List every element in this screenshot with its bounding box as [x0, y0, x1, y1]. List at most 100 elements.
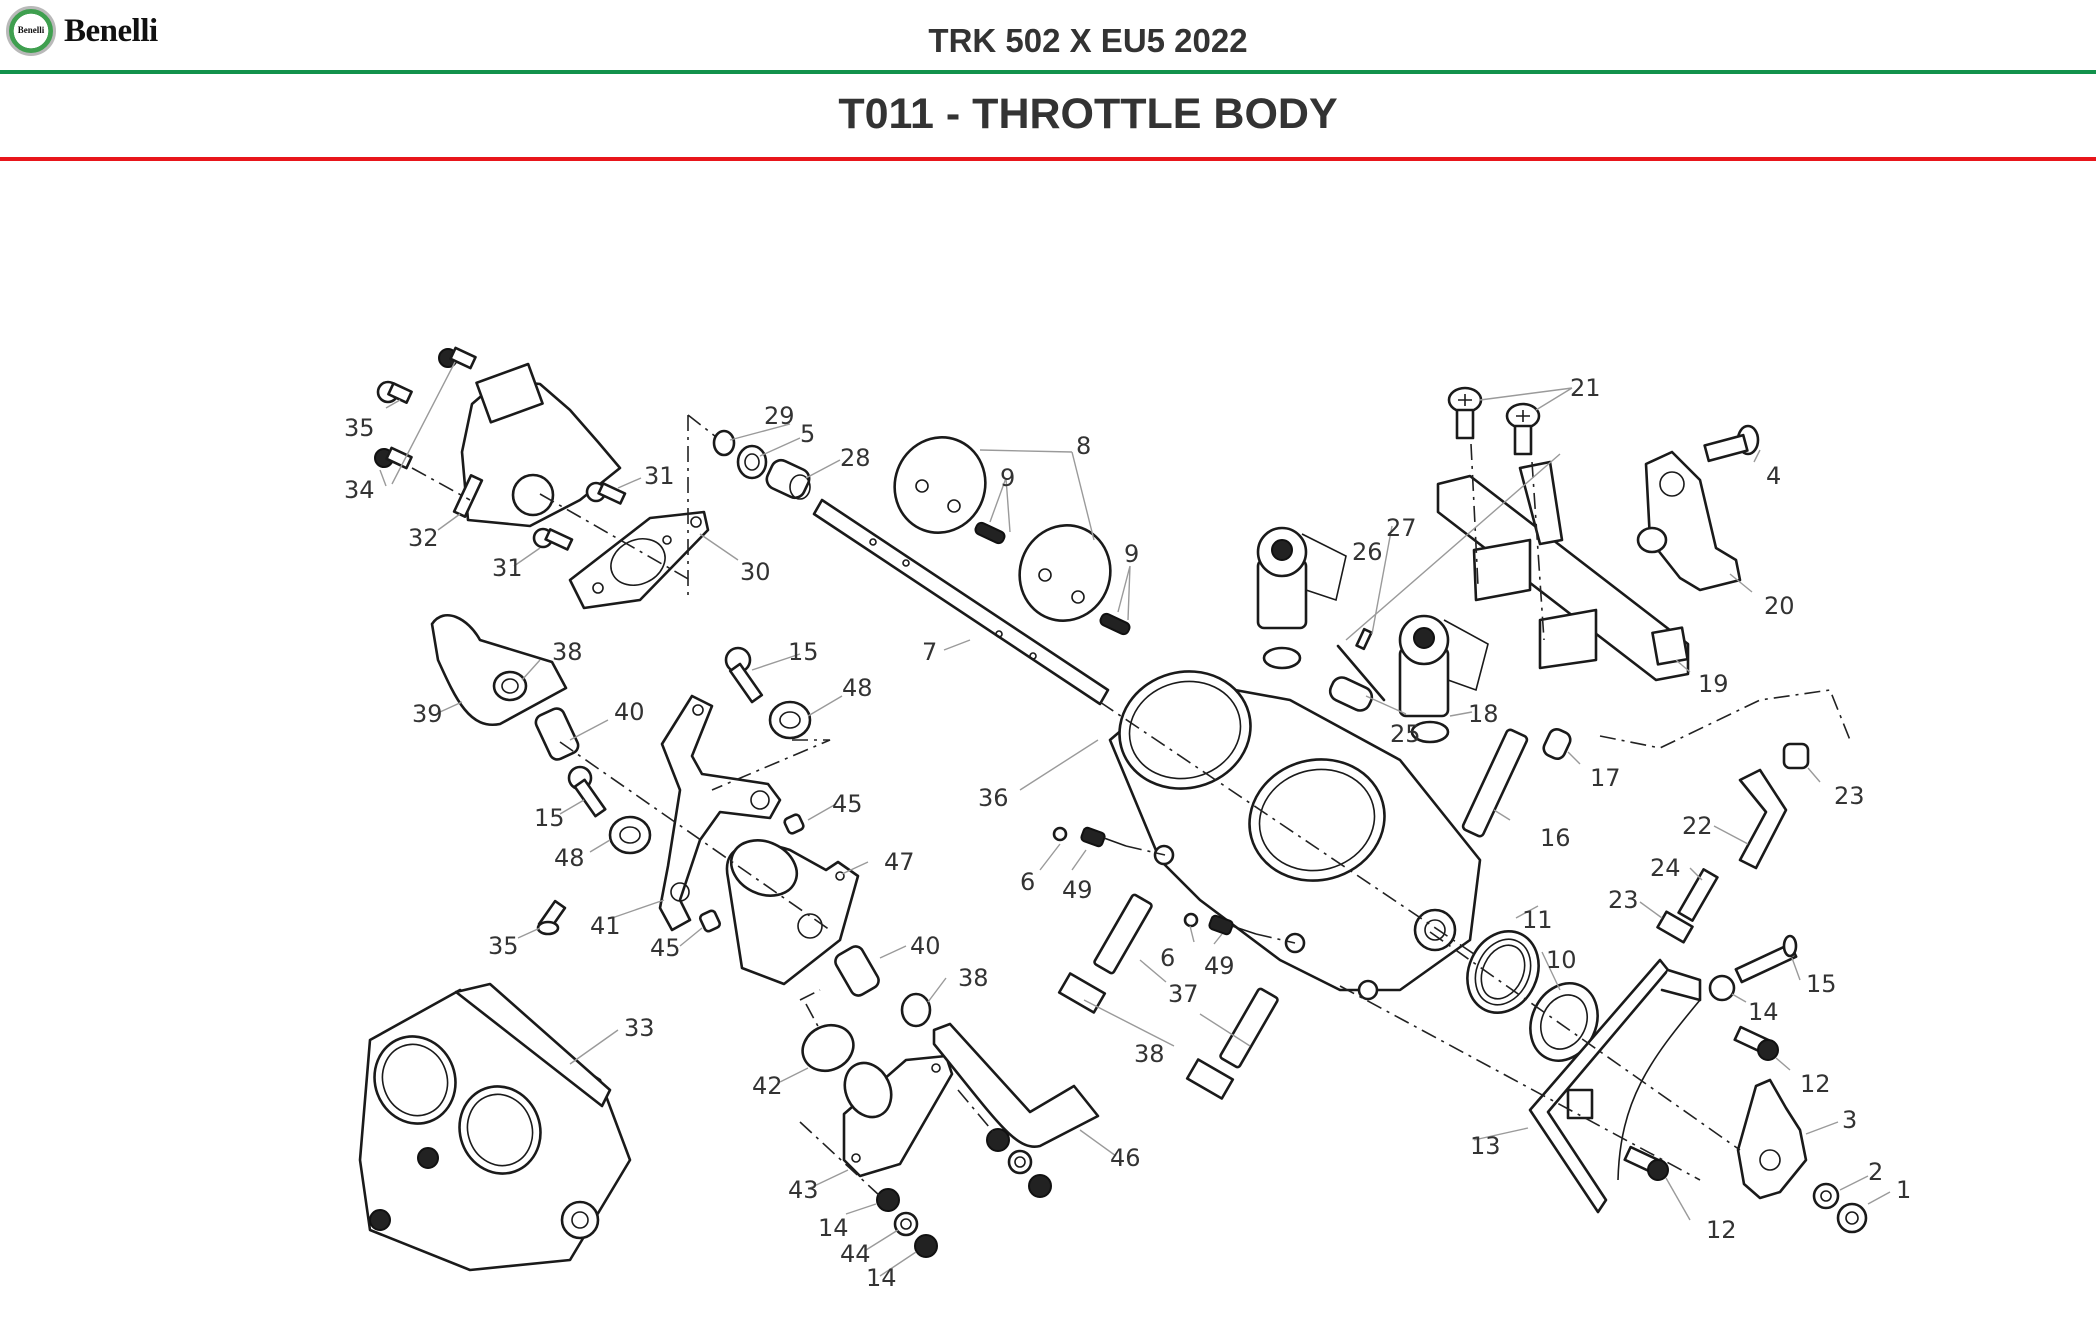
callout-31a: 31 [644, 462, 675, 490]
nut-14-lower-a [876, 1188, 900, 1212]
callout-22: 22 [1682, 812, 1713, 840]
benelli-badge-icon: Benelli [6, 6, 56, 56]
callout-14b: 14 [818, 1214, 849, 1242]
callout-41: 41 [590, 912, 621, 940]
callout-15b: 15 [788, 638, 819, 666]
callout-45b: 45 [650, 934, 681, 962]
bushing-45-upper [783, 813, 805, 835]
bracket-41 [658, 694, 782, 932]
section-title: T011 - THROTTLE BODY [838, 90, 1338, 138]
callout-23a: 23 [1834, 782, 1865, 810]
callout-27: 27 [1386, 514, 1417, 542]
callout-48a: 48 [842, 674, 873, 702]
screw-31b [532, 527, 574, 551]
callout-6a: 6 [1020, 868, 1035, 896]
screw-34 [374, 446, 413, 470]
nut-14-mid-b [1028, 1174, 1052, 1198]
clip-23-upper [1782, 742, 1810, 770]
connector-38a [1057, 972, 1107, 1014]
callout-12b: 12 [1706, 1216, 1737, 1244]
connector-38b [1185, 1058, 1235, 1100]
spring-11 [1466, 930, 1540, 1014]
screw-31a [585, 481, 627, 505]
idle-screw-49b [1208, 914, 1257, 936]
callout-20: 20 [1764, 592, 1795, 620]
callout-42: 42 [752, 1072, 783, 1100]
callout-49b: 49 [1204, 952, 1235, 980]
callout-39: 39 [412, 700, 443, 728]
callout-38b: 38 [958, 964, 989, 992]
callout-8: 8 [1076, 432, 1091, 460]
injector-18a [1256, 526, 1347, 670]
idle-screw-49a [1080, 826, 1127, 848]
callout-40a: 40 [614, 698, 645, 726]
pipe-16 [1461, 728, 1529, 838]
callout-3: 3 [1842, 1106, 1857, 1134]
callout-18: 18 [1468, 700, 1499, 728]
callout-17: 17 [1590, 764, 1621, 792]
benelli-logo: Benelli Benelli [6, 6, 158, 56]
nut-14-mid-a [986, 1128, 1010, 1152]
callout-47: 47 [884, 848, 915, 876]
callout-9b: 9 [1124, 540, 1139, 568]
throttle-body-36 [1108, 670, 1482, 1001]
callout-11: 11 [1522, 906, 1553, 934]
callout-24: 24 [1650, 854, 1681, 882]
bolt-15-upper [724, 646, 764, 704]
throttle-plate-8a [893, 436, 987, 534]
callout-9a: 9 [1000, 464, 1015, 492]
washer-6a [1052, 826, 1068, 842]
screw-9b [1099, 612, 1131, 636]
callout-14a: 14 [1748, 998, 1779, 1026]
screw-34-top [438, 346, 477, 370]
callout-15c: 15 [534, 804, 565, 832]
callout-10: 10 [1546, 946, 1577, 974]
washer-mid [1007, 1149, 1033, 1175]
callout-36: 36 [978, 784, 1009, 812]
washer-44 [893, 1211, 919, 1237]
cam-3 [1736, 1078, 1808, 1200]
pipe-40-lower [834, 945, 880, 997]
callout-46: 46 [1110, 1144, 1141, 1172]
bushing-45-lower [698, 909, 722, 933]
callout-29: 29 [764, 402, 795, 430]
pipe-24 [1677, 868, 1719, 922]
nut-1 [1836, 1202, 1868, 1234]
hose-39 [430, 613, 568, 727]
collar-10 [1529, 982, 1599, 1062]
cap-17 [1542, 727, 1572, 761]
assembled-throttle-body-33 [358, 982, 632, 1272]
screw-4 [1703, 424, 1760, 463]
clamp-38-top [492, 670, 528, 702]
callout-1: 1 [1896, 1176, 1911, 1204]
callout-2: 2 [1868, 1158, 1883, 1186]
callout-30: 30 [740, 558, 771, 586]
callout-34: 34 [344, 476, 375, 504]
pipe-37a [1093, 893, 1153, 975]
callout-12a: 12 [1800, 1070, 1831, 1098]
bolt-15-right [1734, 934, 1798, 984]
callout-19: 19 [1698, 670, 1729, 698]
callout-28: 28 [840, 444, 871, 472]
callout-38a: 38 [552, 638, 583, 666]
callout-23b: 23 [1608, 886, 1639, 914]
bolt-15-lower [567, 765, 607, 818]
callout-15a: 15 [1806, 970, 1837, 998]
callout-26: 26 [1352, 538, 1383, 566]
throttle-position-sensor [452, 362, 622, 528]
callout-21: 21 [1570, 374, 1601, 402]
callout-44: 44 [840, 1240, 871, 1268]
screw-35-top [376, 380, 413, 404]
screw-12-lower [1623, 1145, 1669, 1181]
cover-47 [725, 839, 860, 986]
bushing-28 [765, 458, 811, 500]
callout-40b: 40 [910, 932, 941, 960]
pressure-regulator-20 [1636, 450, 1742, 592]
callout-45a: 45 [832, 790, 863, 818]
brand-wordmark: Benelli [64, 12, 158, 49]
callout-37: 37 [1168, 980, 1199, 1008]
valve-43 [842, 1054, 954, 1178]
screw-21a [1447, 386, 1483, 440]
green-divider [0, 70, 2096, 74]
callout-35b: 35 [488, 932, 519, 960]
